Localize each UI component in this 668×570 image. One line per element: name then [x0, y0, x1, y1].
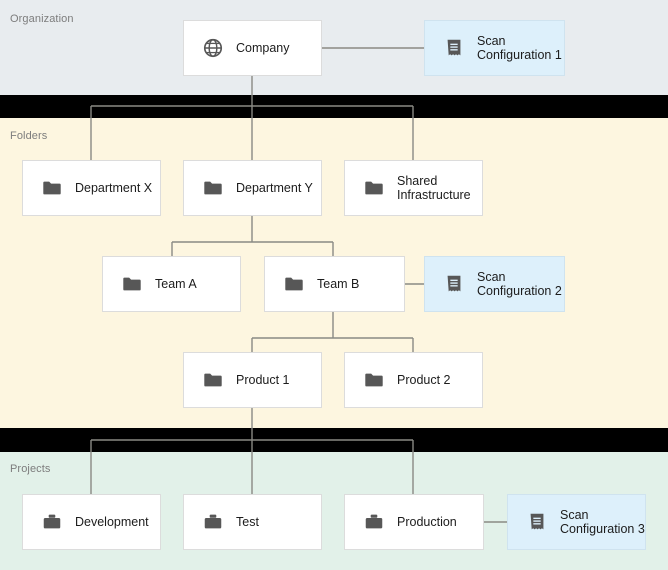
briefcase-icon	[43, 514, 61, 529]
folder-icon	[365, 181, 383, 195]
node-label: Company	[236, 41, 290, 55]
briefcase-icon	[365, 514, 383, 529]
node-label: Team B	[317, 277, 360, 291]
node-product-1[interactable]: Product 1	[183, 352, 322, 408]
node-test[interactable]: Test	[183, 494, 322, 550]
node-development[interactable]: Development	[22, 494, 161, 550]
node-label: Scan Configuration 1	[477, 34, 562, 62]
node-scan-configuration-2[interactable]: Scan Configuration 2	[424, 256, 565, 312]
node-label: Department X	[75, 181, 153, 195]
node-label: Test	[236, 515, 259, 529]
node-production[interactable]: Production	[344, 494, 484, 550]
node-label: Shared Infrastructure	[397, 174, 471, 202]
node-label: Scan Configuration 3	[560, 508, 645, 536]
folder-icon	[204, 181, 222, 195]
node-product-2[interactable]: Product 2	[344, 352, 483, 408]
node-label: Product 2	[397, 373, 451, 387]
briefcase-icon	[204, 514, 222, 529]
receipt-icon	[447, 39, 461, 56]
section-label-projects: Projects	[10, 463, 51, 475]
folder-icon	[123, 277, 141, 291]
node-label: Department Y	[236, 181, 313, 195]
node-label: Production	[397, 515, 457, 529]
folder-icon	[43, 181, 61, 195]
node-team-a[interactable]: Team A	[102, 256, 241, 312]
node-label: Team A	[155, 277, 197, 291]
globe-icon	[203, 38, 223, 58]
receipt-icon	[447, 275, 461, 292]
receipt-icon	[530, 513, 544, 530]
folder-icon	[365, 373, 383, 387]
node-scan-configuration-3[interactable]: Scan Configuration 3	[507, 494, 646, 550]
node-company[interactable]: Company	[183, 20, 322, 76]
node-label: Scan Configuration 2	[477, 270, 562, 298]
section-label-folders: Folders	[10, 130, 48, 142]
folder-icon	[285, 277, 303, 291]
node-team-b[interactable]: Team B	[264, 256, 405, 312]
section-label-organization: Organization	[10, 13, 74, 25]
node-label: Development	[75, 515, 149, 529]
folder-icon	[204, 373, 222, 387]
node-shared-infrastructure[interactable]: Shared Infrastructure	[344, 160, 483, 216]
node-department-y[interactable]: Department Y	[183, 160, 322, 216]
node-department-x[interactable]: Department X	[22, 160, 161, 216]
node-label: Product 1	[236, 373, 290, 387]
node-scan-configuration-1[interactable]: Scan Configuration 1	[424, 20, 565, 76]
